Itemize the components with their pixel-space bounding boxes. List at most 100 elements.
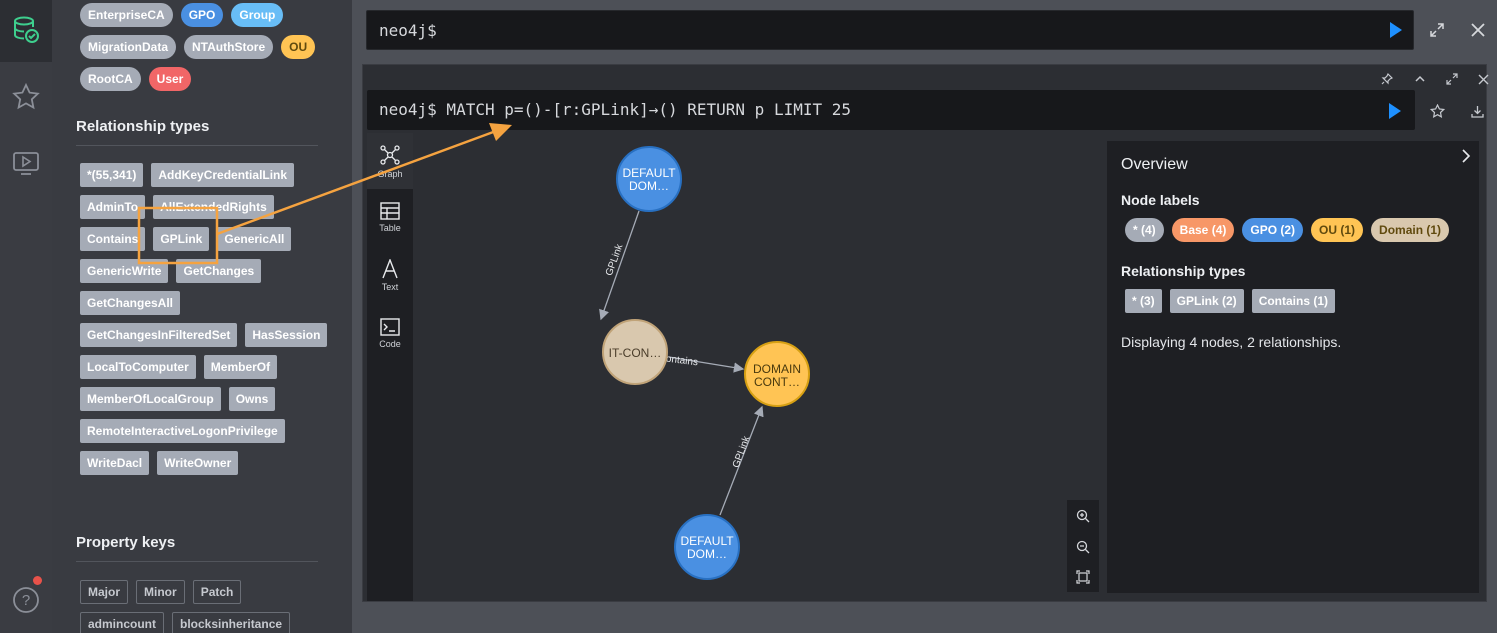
overview-relationship-types-title: Relationship types [1121,263,1246,279]
fit-to-screen-icon[interactable] [1073,567,1093,587]
node-label-rootca[interactable]: RootCA [80,67,141,91]
frame-query-bar[interactable]: neo4j$ MATCH p=()-[r:GPLink]→() RETURN p… [367,90,1415,130]
close-frame-icon[interactable] [1475,71,1491,87]
view-code-label: Code [379,338,401,349]
relationship-types-title: Relationship types [76,118,210,135]
relationship-type-getchanges[interactable]: GetChanges [176,259,262,283]
zoom-out-icon[interactable] [1073,537,1093,557]
overview-relationship-type[interactable]: GPLink (2) [1169,289,1244,313]
rail-active-highlight [0,0,52,62]
node-caption: DEFAULT [680,534,734,548]
frame-query-text: neo4j$ MATCH p=()-[r:GPLink]→() RETURN p… [379,100,852,119]
node-label-enterpriseca[interactable]: EnterpriseCA [80,3,173,27]
graph-node[interactable]: DEFAULT DOM… [616,146,682,212]
table-icon [380,201,400,220]
star-icon[interactable] [8,79,44,115]
play-video-icon[interactable] [8,145,44,181]
collapse-frame-icon[interactable] [1412,71,1428,87]
relationship-type-adminto[interactable]: AdminTo [80,195,146,219]
overview-summary: Displaying 4 nodes, 2 relationships. [1121,334,1342,350]
run-query-icon[interactable] [1386,20,1406,40]
node-label-migrationdata[interactable]: MigrationData [80,35,177,59]
overview-node-label[interactable]: OU (1) [1311,218,1364,242]
relationship-type-writeowner[interactable]: WriteOwner [157,451,239,475]
graph-node[interactable]: DEFAULT DOM… [674,514,740,580]
relationship-label: GPLink [731,434,753,470]
node-label-gpo[interactable]: GPO [180,3,224,27]
relationship-type-remoteinteractivelogonprivilege[interactable]: RemoteInteractiveLogonPrivilege [80,419,285,443]
relationship-type-allextendedrights[interactable]: AllExtendedRights [153,195,274,219]
code-icon [380,317,400,336]
node-caption: IT-CON… [609,346,662,360]
expand-editor-icon[interactable] [1427,20,1447,40]
relationship-type-getchangesall[interactable]: GetChangesAll [80,291,181,315]
relationship-edge[interactable] [668,356,745,373]
graph-node[interactable]: DOMAIN CONT… [744,341,810,407]
database-icon[interactable] [8,12,44,48]
overview-node-label[interactable]: Base (4) [1171,218,1235,242]
overview-node-label[interactable]: * (4) [1125,218,1164,242]
chevron-right-icon[interactable] [1457,147,1475,165]
view-toolbar: Graph Table Text Code [367,133,413,601]
main-stream: neo4j$ neo4j$ MATCH p=()-[r:GPLink]→() R… [352,0,1497,633]
graph-node[interactable]: IT-CON… [602,319,668,385]
relationship-edge[interactable] [599,210,640,321]
view-graph-tab[interactable]: Graph [367,133,413,189]
section-divider [76,561,318,562]
relationship-type-contains[interactable]: Contains [80,227,146,251]
overview-title: Overview [1121,156,1188,173]
rerun-query-icon[interactable] [1385,101,1405,121]
relationship-type-genericall[interactable]: GenericAll [217,227,292,251]
relationship-type-localtocomputer[interactable]: LocalToComputer [80,355,196,379]
overview-node-labels-title: Node labels [1121,192,1200,208]
node-caption: CONT… [754,375,800,389]
relationship-edge[interactable] [719,405,764,516]
node-label-ntauthstore[interactable]: NTAuthStore [184,35,274,59]
overview-panel: Overview Node labels * (4) Base (4) GPO (2… [1107,141,1479,593]
relationship-type-55-341[interactable]: *(55,341) [80,163,144,187]
pin-icon[interactable] [1379,71,1395,87]
help-icon[interactable]: ? [8,582,44,618]
node-label-group[interactable]: Group [231,3,284,27]
overview-node-label[interactable]: GPO (2) [1242,218,1304,242]
property-key-patch[interactable]: Patch [192,580,242,604]
relationship-type-gplink[interactable]: GPLink [153,227,210,251]
relationship-type-addkeycredentiallink[interactable]: AddKeyCredentialLink [151,163,295,187]
download-icon[interactable] [1467,101,1487,121]
relationship-type-memberof[interactable]: MemberOf [203,355,278,379]
close-editor-icon[interactable] [1468,20,1488,40]
view-text-label: Text [381,281,399,292]
property-key-admincount[interactable]: admincount [80,612,164,633]
view-table-tab[interactable]: Table [367,189,413,245]
zoom-in-icon[interactable] [1073,506,1093,526]
result-frame: neo4j$ MATCH p=()-[r:GPLink]→() RETURN p… [362,64,1488,602]
svg-text:?: ? [22,592,30,609]
node-caption: DOM… [687,547,727,561]
overview-relationship-type[interactable]: Contains (1) [1251,289,1336,313]
overview-node-label[interactable]: Domain (1) [1371,218,1450,242]
property-key-minor[interactable]: Minor [136,580,185,604]
relationship-type-hassession[interactable]: HasSession [245,323,328,347]
view-text-tab[interactable]: Text [367,247,413,303]
node-label-ou[interactable]: OU [281,35,316,59]
favorite-star-icon[interactable] [1427,101,1447,121]
section-divider [76,145,318,146]
relationship-type-owns[interactable]: Owns [228,387,276,411]
property-keys-title: Property keys [76,534,176,551]
property-key-list: Major Minor Patch admincount blocksinheritan… [80,580,330,633]
fullscreen-frame-icon[interactable] [1444,71,1460,87]
overview-relationship-type[interactable]: * (3) [1125,289,1162,313]
node-label-user[interactable]: User [148,67,192,91]
view-code-tab[interactable]: Code [367,305,413,361]
property-key-major[interactable]: Major [80,580,129,604]
relationship-type-writedacl[interactable]: WriteDacl [80,451,150,475]
property-key-blocksinheritance[interactable]: blocksinheritance [172,612,291,633]
relationship-type-genericwrite[interactable]: GenericWrite [80,259,169,283]
notification-dot [33,576,42,585]
graph-canvas[interactable]: GPLink Contains GPLink DEFAULT DOM… IT-C… [413,133,1103,601]
relationship-type-getchangesinfilteredset[interactable]: GetChangesInFilteredSet [80,323,238,347]
node-caption: DEFAULT [622,166,676,180]
cypher-editor[interactable]: neo4j$ [366,10,1414,50]
relationship-type-memberoflocalgroup[interactable]: MemberOfLocalGroup [80,387,221,411]
